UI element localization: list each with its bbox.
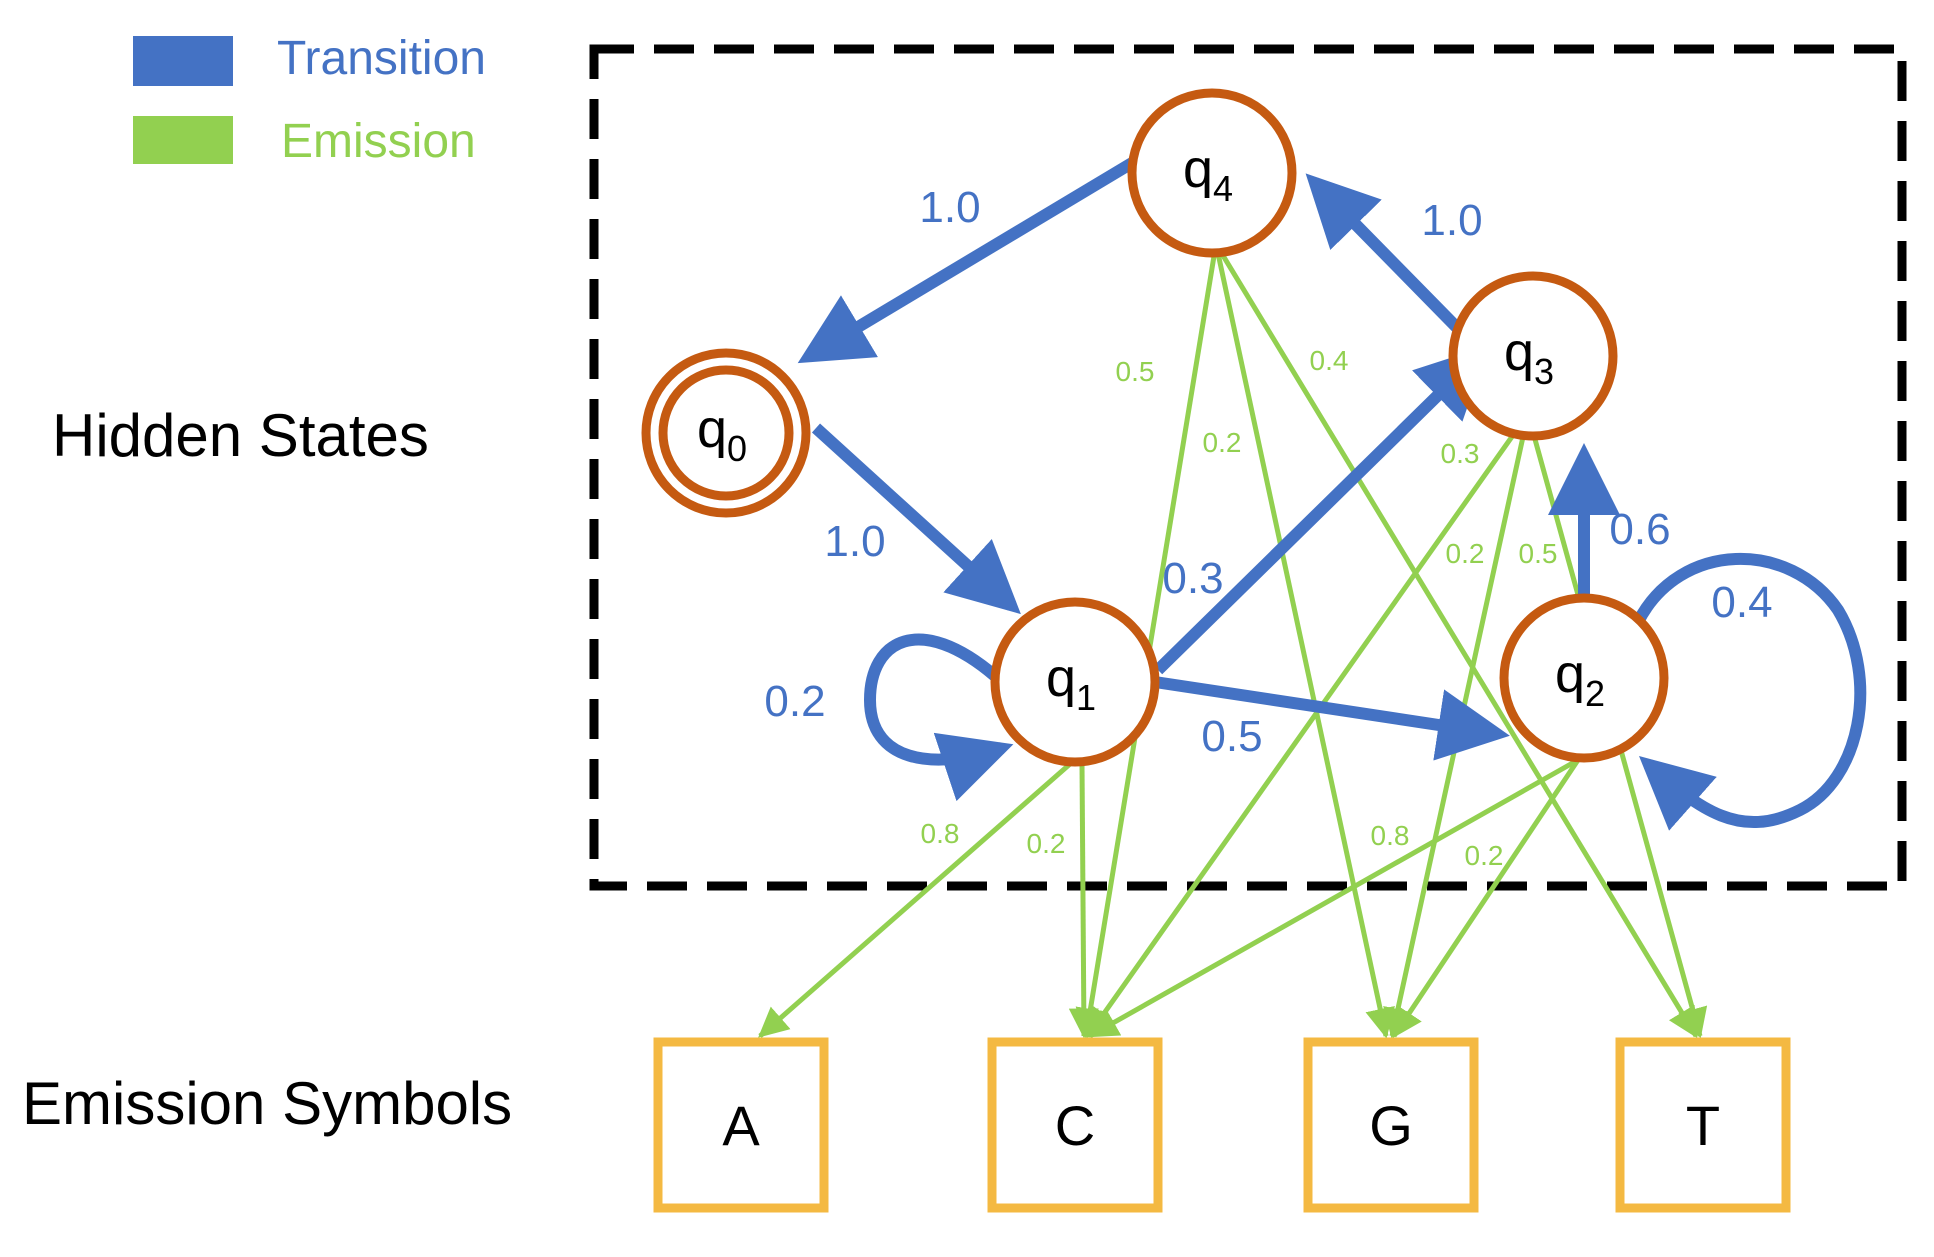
state-q0-base: q — [697, 399, 727, 459]
emission-q4-T — [1213, 242, 1699, 1039]
state-q4: q4 — [1127, 88, 1297, 258]
hidden-states-label: Hidden States — [52, 402, 429, 469]
state-q1-circle — [990, 597, 1160, 767]
transition-q1-q2 — [1154, 676, 1510, 761]
emission-q2-G-label: 0.2 — [1465, 840, 1504, 871]
state-q0-inner-ring — [658, 365, 794, 501]
transition-q2-q3-label: 0.6 — [1609, 505, 1670, 554]
symbol-G-label: G — [1369, 1094, 1413, 1157]
state-q0-subscript: 0 — [727, 428, 747, 469]
legend: Transition Emission — [133, 32, 486, 168]
symbol-A: A — [653, 1037, 829, 1213]
transition-q1-q1-label: 0.2 — [764, 677, 825, 726]
state-q1: q1 — [990, 597, 1160, 767]
legend-transition-label: Transition — [277, 32, 486, 85]
symbol-T-label: T — [1686, 1094, 1720, 1157]
emission-q1-C-label: 0.2 — [1027, 828, 1066, 859]
state-q1-subscript: 1 — [1076, 677, 1096, 718]
transition-q2-q2 — [1632, 552, 1867, 831]
emission-q3-G-label: 0.2 — [1446, 538, 1485, 569]
state-q0: q0 — [641, 348, 811, 518]
emission-q4-G — [1213, 243, 1395, 1039]
state-q2: q2 — [1499, 593, 1669, 763]
state-q4-circle — [1127, 88, 1297, 258]
transition-q2-q2-label: 0.4 — [1711, 578, 1772, 627]
transition-q3-q4 — [1305, 173, 1479, 350]
symbol-A-box — [653, 1037, 829, 1213]
transition-edges — [797, 157, 1867, 831]
emission-q2-C-label: 0.8 — [1371, 820, 1410, 851]
state-q1-label: q1 — [1046, 648, 1096, 718]
emission-q4-T-label: 0.4 — [1310, 345, 1349, 376]
symbol-T-box — [1615, 1037, 1791, 1213]
transition-q0-q1-label: 1.0 — [824, 517, 885, 566]
state-q2-circle — [1499, 593, 1669, 763]
emission-q4-C — [1075, 243, 1219, 1039]
emission-q1-A — [758, 762, 1072, 1038]
emission-q2-G — [1391, 758, 1581, 1039]
emission-q1-C — [1068, 763, 1099, 1039]
state-q3-base: q — [1504, 322, 1534, 382]
state-q0-label: q0 — [697, 399, 747, 469]
emission-q4-C-label: 0.5 — [1116, 356, 1155, 387]
transition-q0-q1 — [811, 423, 1021, 615]
transition-q3-q4-label: 1.0 — [1421, 196, 1482, 245]
emission-q4-G-label: 0.2 — [1203, 427, 1242, 458]
emission-q3-C — [1085, 412, 1531, 1039]
transition-q1-q2-label: 0.5 — [1201, 712, 1262, 761]
transition-q4-q0-label: 1.0 — [919, 183, 980, 232]
state-q2-subscript: 2 — [1585, 673, 1605, 714]
symbol-C-box — [987, 1037, 1163, 1213]
legend-emission-label: Emission — [281, 115, 476, 168]
transition-q1-q3-label: 0.3 — [1162, 554, 1223, 603]
legend-transition-swatch — [133, 36, 233, 86]
state-q2-base: q — [1555, 644, 1585, 704]
state-q4-subscript: 4 — [1213, 168, 1233, 209]
state-q3-subscript: 3 — [1534, 351, 1554, 392]
symbol-C: C — [987, 1037, 1163, 1213]
symbol-C-label: C — [1055, 1094, 1095, 1157]
legend-emission-swatch — [133, 116, 233, 164]
emission-edges — [758, 242, 1708, 1039]
transition-q4-q0 — [797, 157, 1136, 364]
emission-q1-A-label: 0.8 — [921, 818, 960, 849]
symbol-G: G — [1303, 1037, 1479, 1213]
state-q1-base: q — [1046, 648, 1076, 708]
emission-symbols-label: Emission Symbols — [22, 1070, 512, 1137]
emission-q3-T-label: 0.5 — [1519, 538, 1558, 569]
transition-q1-q1 — [863, 633, 1014, 802]
state-q4-base: q — [1183, 139, 1213, 199]
state-q3-circle — [1448, 271, 1618, 441]
emission-q3-C-label: 0.3 — [1441, 438, 1480, 469]
symbol-A-label: A — [722, 1094, 760, 1157]
state-q3-label: q3 — [1504, 322, 1554, 392]
state-q3: q3 — [1448, 271, 1618, 441]
transition-q1-q3 — [1153, 345, 1489, 675]
state-q2-label: q2 — [1555, 644, 1605, 714]
symbol-T: T — [1615, 1037, 1791, 1213]
symbol-G-box — [1303, 1037, 1479, 1213]
emission-q2-C — [1087, 757, 1580, 1039]
state-q4-label: q4 — [1183, 139, 1233, 209]
hidden-states-frame — [589, 44, 1907, 891]
state-q0-circle — [641, 348, 811, 518]
edge-labels: 1.0 1.0 0.2 0.3 0.5 0.6 0.4 1.0 0.8 0.2 0.5 0.2 0.4 0… — [764, 183, 1772, 871]
